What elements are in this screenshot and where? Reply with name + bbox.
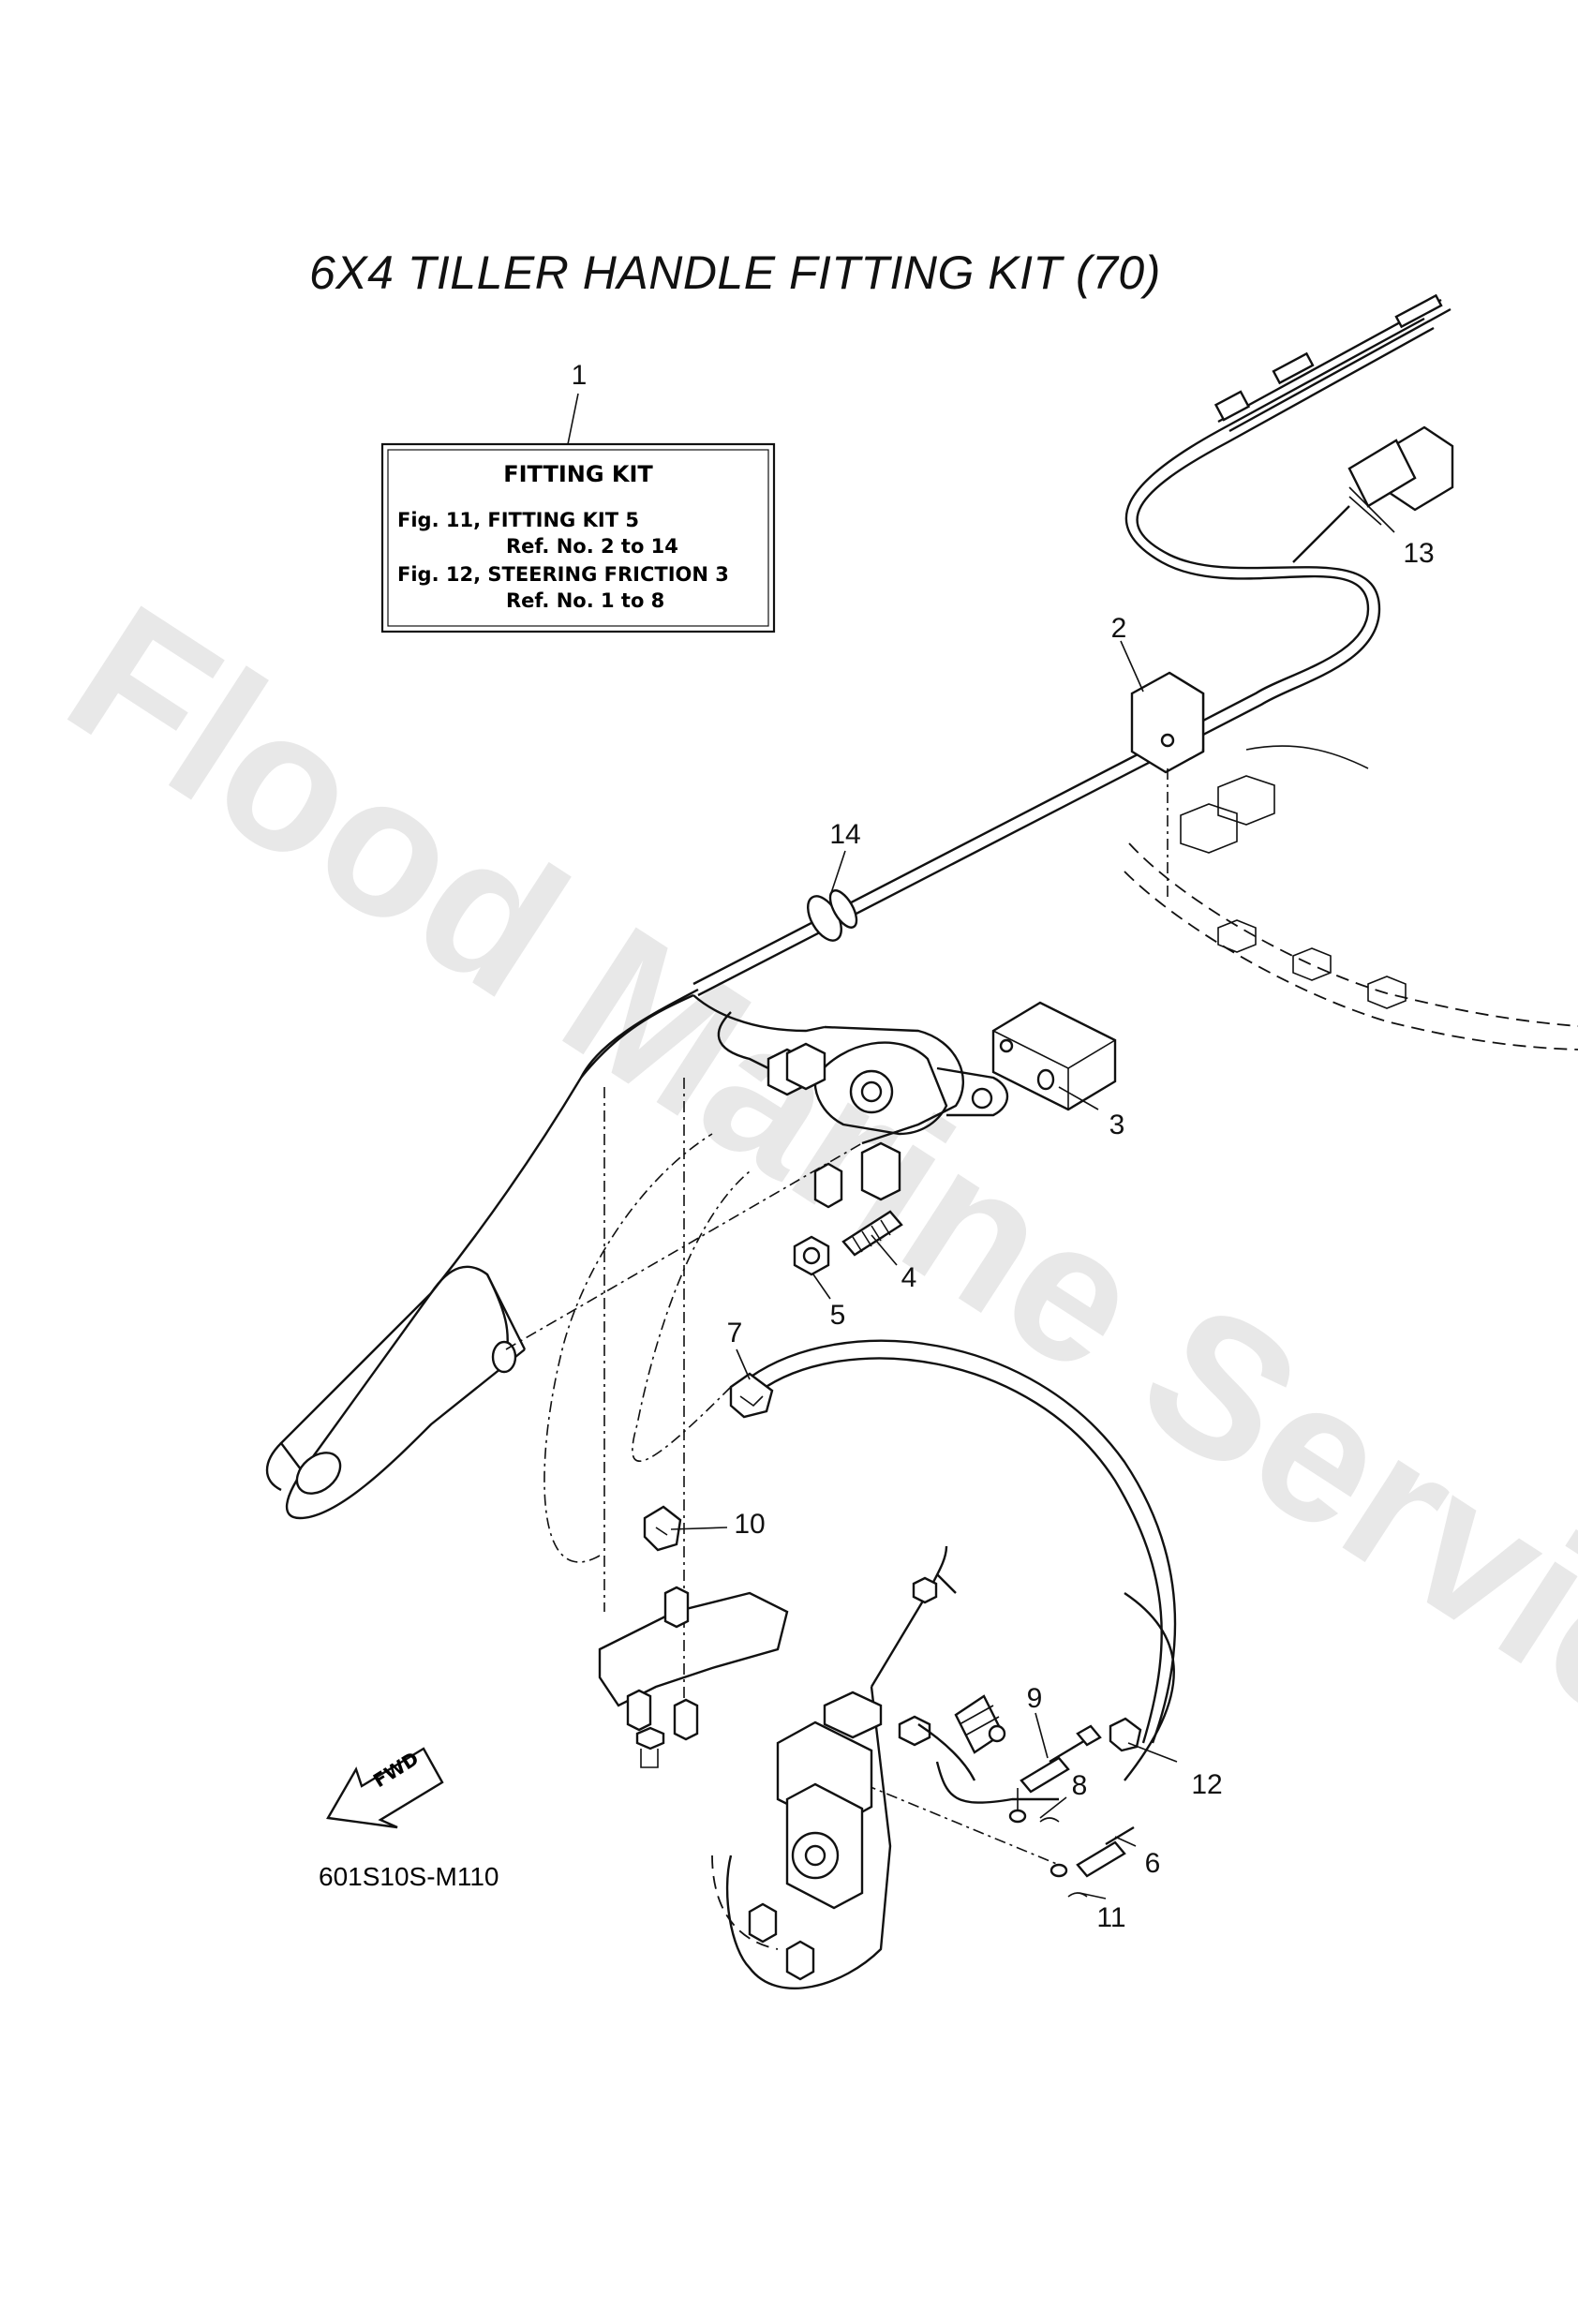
bottom-cowling <box>1124 745 1578 1050</box>
callout-6: 6 <box>1145 1848 1161 1879</box>
callout-5: 5 <box>830 1300 846 1331</box>
watermark: Flood Marine Services <box>33 563 1578 1885</box>
callout-7: 7 <box>727 1318 743 1348</box>
clamp-part-14 <box>807 889 858 942</box>
diagram-title: 6X4 TILLER HANDLE FITTING KIT (70) <box>309 246 1161 299</box>
alignment-lines <box>505 1078 1060 1866</box>
rod-part-9 <box>1008 1724 1102 1824</box>
fitting-kit-box: FITTING KIT Fig. 11, FITTING KIT 5 Ref. … <box>380 442 776 633</box>
control-assembly <box>711 1573 1059 1989</box>
callouts: 1 2 3 4 5 6 7 8 9 10 11 12 13 14 <box>572 360 1435 1933</box>
clip-part-7 <box>729 1372 774 1419</box>
harness-connector <box>717 1011 826 1096</box>
fitting-kit-heading: FITTING KIT <box>503 461 653 487</box>
wire-lead <box>870 1545 948 1688</box>
callout-12: 12 <box>1191 1769 1222 1800</box>
leader-lines <box>567 393 1382 1899</box>
drawing-code: 601S10S-M110 <box>319 1862 499 1891</box>
fitting-kit-line-3: Fig. 12, STEERING FRICTION 3 <box>397 563 729 586</box>
cable-loop <box>749 1339 1177 1781</box>
fitting-kit-line-1: Fig. 11, FITTING KIT 5 <box>397 509 639 531</box>
fwd-arrow: FWD <box>326 1747 444 1829</box>
tiller-handle <box>265 988 965 1520</box>
callout-11: 11 <box>1096 1902 1125 1933</box>
callout-4: 4 <box>901 1262 917 1293</box>
callout-2: 2 <box>1111 613 1127 644</box>
stud-bolt-part-4 <box>841 1210 903 1257</box>
callout-8: 8 <box>1072 1770 1088 1801</box>
block-part-3 <box>991 1001 1117 1111</box>
fitting-kit-line-4: Ref. No. 1 to 8 <box>506 589 664 612</box>
callout-3: 3 <box>1109 1110 1125 1140</box>
nut-part-5 <box>793 1235 830 1276</box>
connector-part-13 <box>1292 425 1454 563</box>
callout-10: 10 <box>734 1509 765 1540</box>
rod-part-6 <box>1050 1825 1135 1878</box>
tiller-bracket <box>813 1041 1009 1209</box>
control-cables <box>692 293 1451 997</box>
lower-bracket-plate <box>598 1586 789 1768</box>
callout-13: 13 <box>1403 538 1434 569</box>
pins-part-8-11 <box>1039 1817 1088 1898</box>
clip-part-10 <box>643 1505 682 1552</box>
callout-9: 9 <box>1027 1683 1043 1714</box>
callout-1: 1 <box>572 360 588 391</box>
fitting-kit-line-2: Ref. No. 2 to 14 <box>506 535 678 558</box>
callout-14: 14 <box>829 819 860 850</box>
grommet-part-2 <box>1130 671 1205 900</box>
